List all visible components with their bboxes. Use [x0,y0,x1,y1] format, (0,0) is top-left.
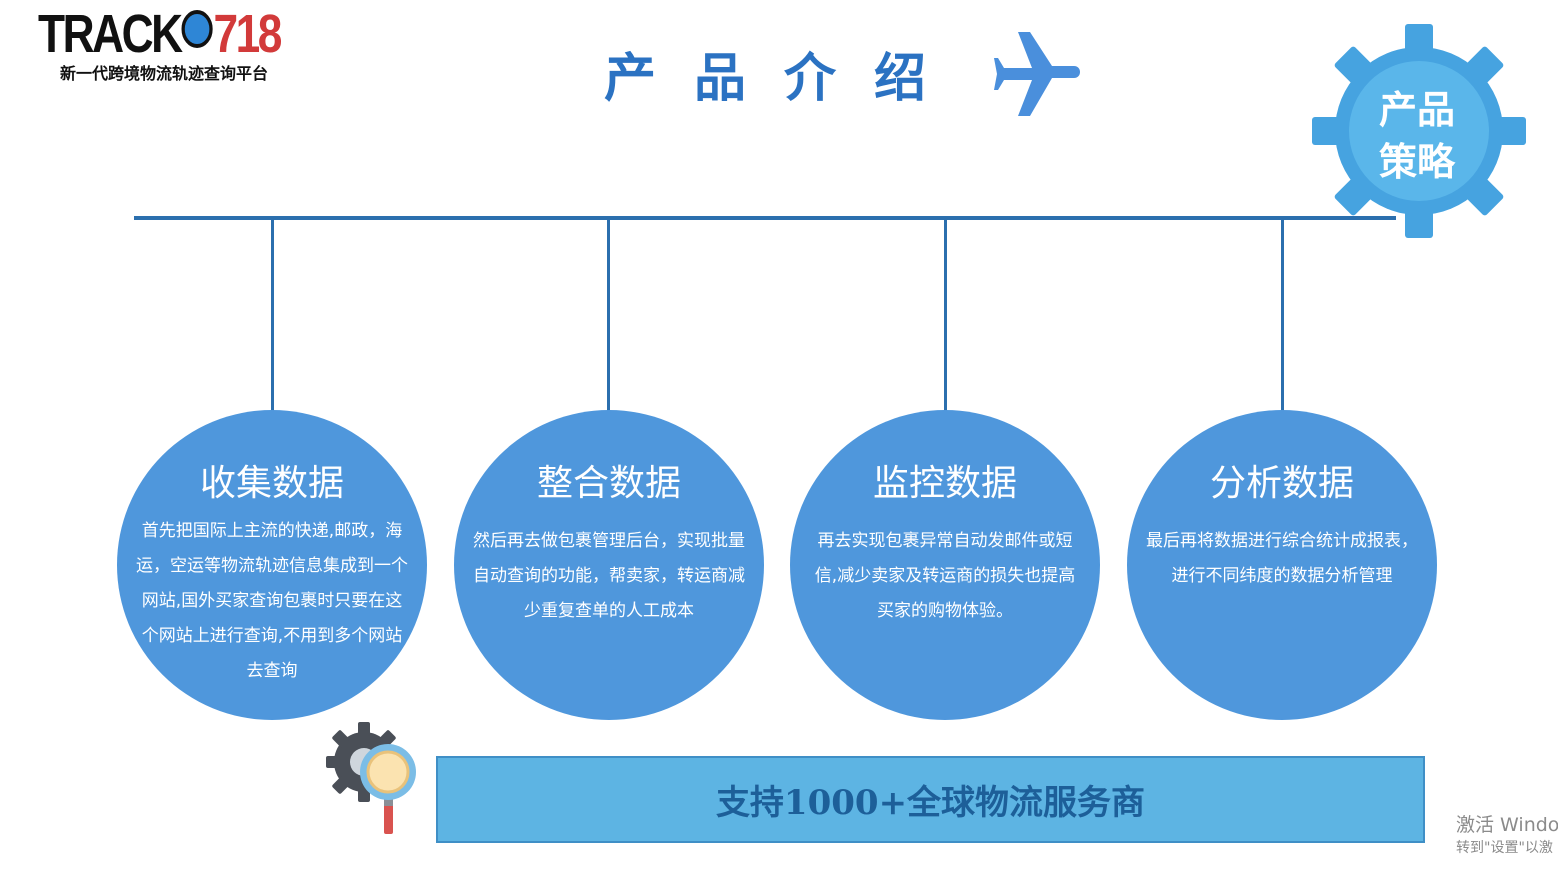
connector-4 [1281,216,1284,416]
step-title: 整合数据 [536,463,681,504]
step-analyze-data: 分析数据 最后再将数据进行综合统计成报表，进行不同纬度的数据分析管理 [1127,410,1437,720]
logo: TRACK 718 新一代跨境物流轨迹查询平台 [38,6,328,88]
step-title: 分析数据 [1209,463,1354,504]
globe-icon [181,10,213,48]
magnifier-gear-icon [326,722,416,834]
logo-brand-part2: 718 [213,4,282,64]
step-integrate-data: 整合数据 然后再去做包裹管理后台，实现批量自动查询的功能，帮卖家，转运商减少重复… [454,410,764,720]
logo-brand-part1: TRACK [38,4,183,64]
providers-banner: 支持1000+全球物流服务商 [436,756,1425,843]
connector-1 [271,216,274,416]
airplane-icon [994,32,1080,116]
gear-icon [1312,24,1526,238]
banner-text: 支持1000+全球物流服务商 [715,783,1146,823]
strategy-badge-line1: 产品 [1378,87,1455,132]
step-description: 最后再将数据进行综合统计成报表，进行不同纬度的数据分析管理 [1146,531,1418,586]
step-monitor-data: 监控数据 再去实现包裹异常自动发邮件或短信,减少卖家及转运商的损失也提高买家的购… [790,410,1100,720]
step-description: 再去实现包裹异常自动发邮件或短信,减少卖家及转运商的损失也提高买家的购物体验。 [814,531,1076,621]
page-title: 产品介绍 [604,48,965,109]
step-title: 监控数据 [872,463,1017,504]
connector-3 [944,216,947,416]
step-title: 收集数据 [199,463,344,504]
step-collect-data: 收集数据 首先把国际上主流的快递,邮政，海运，空运等物流轨迹信息集成到一个网站,… [117,410,427,720]
timeline-horizontal [134,216,1396,220]
step-description: 然后再去做包裹管理后台，实现批量自动查询的功能，帮卖家，转运商减少重复查单的人工… [473,531,745,621]
watermark-line1: 激活 Windo [1456,814,1558,836]
strategy-badge-line2: 策略 [1378,139,1455,184]
windows-activation-watermark: 激活 Windo 转到"设置"以激 [1456,812,1558,858]
watermark-line2: 转到"设置"以激 [1456,840,1553,856]
logo-wordmark: TRACK 718 [38,4,282,64]
step-description: 首先把国际上主流的快递,邮政，海运，空运等物流轨迹信息集成到一个网站,国外买家查… [136,521,408,681]
connector-2 [607,216,610,416]
strategy-badge: 产品 策略 [1362,84,1472,188]
logo-tagline: 新一代跨境物流轨迹查询平台 [60,64,269,83]
